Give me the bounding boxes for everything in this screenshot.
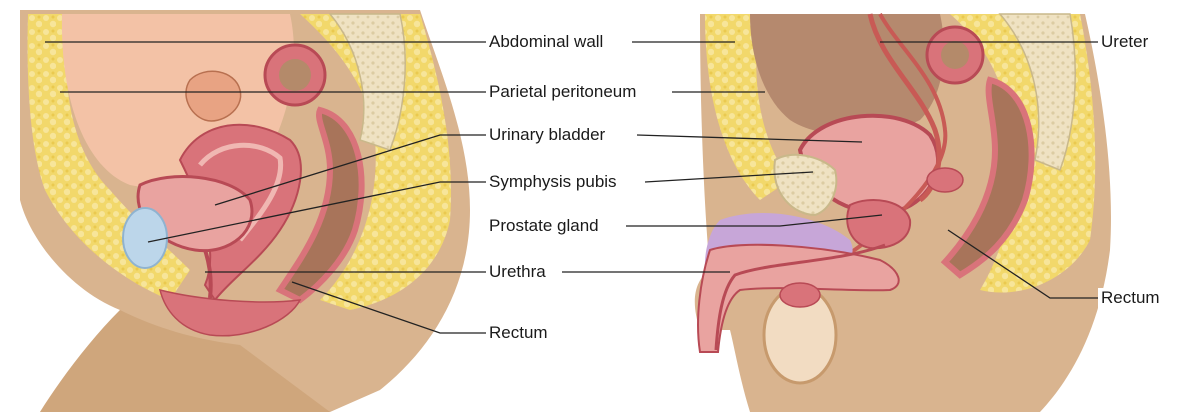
leader-lines [45, 41, 1098, 334]
female-uterus-inner [198, 142, 284, 242]
male-abdominal-cavity [750, 14, 944, 135]
female-intestine-lumen [279, 59, 311, 91]
leader-symphysis-pubis-left [147, 181, 486, 243]
label-urethra: Urethra [486, 262, 549, 282]
leader-rectum-left [291, 281, 486, 334]
label-ureter: Ureter [1098, 32, 1152, 52]
leader-urinary-bladder-left [214, 134, 486, 206]
label-rectum-left: Rectum [486, 323, 551, 343]
male-symphysis-pubis [773, 153, 838, 217]
label-rectum-right: Rectum [1098, 288, 1163, 308]
female-pelvis-section [20, 10, 470, 412]
female-posterior-fat [300, 14, 451, 310]
leader-prostate-gland-right [626, 214, 883, 227]
male-rectum [940, 76, 1035, 279]
female-urethra [203, 249, 213, 299]
female-ovary [185, 70, 242, 122]
label-urinary-bladder: Urinary bladder [486, 125, 609, 145]
female-perineum [158, 288, 302, 337]
male-intestine-lumen [941, 41, 969, 69]
leader-rectum-right [947, 229, 1098, 299]
male-sacrum [998, 13, 1076, 171]
male-epididymis [779, 282, 821, 308]
male-seminal-vesicle [926, 167, 964, 193]
female-abdominal-fat [27, 14, 190, 300]
female-thigh-shadow [40, 310, 330, 412]
label-prostate-gland: Prostate gland [486, 216, 602, 236]
male-prostate [846, 199, 912, 250]
leader-symphysis-pubis-right [644, 171, 814, 183]
female-symphysis-pubis [122, 207, 168, 269]
male-urethra [714, 243, 886, 351]
leader-urinary-bladder-right [636, 134, 863, 143]
label-abdominal-wall: Abdominal wall [486, 32, 607, 52]
label-parietal-peritoneum: Parietal peritoneum [486, 82, 640, 102]
label-symphysis-pubis: Symphysis pubis [486, 172, 620, 192]
male-abdominal-fat [705, 14, 790, 200]
male-pelvis-section [694, 13, 1111, 412]
